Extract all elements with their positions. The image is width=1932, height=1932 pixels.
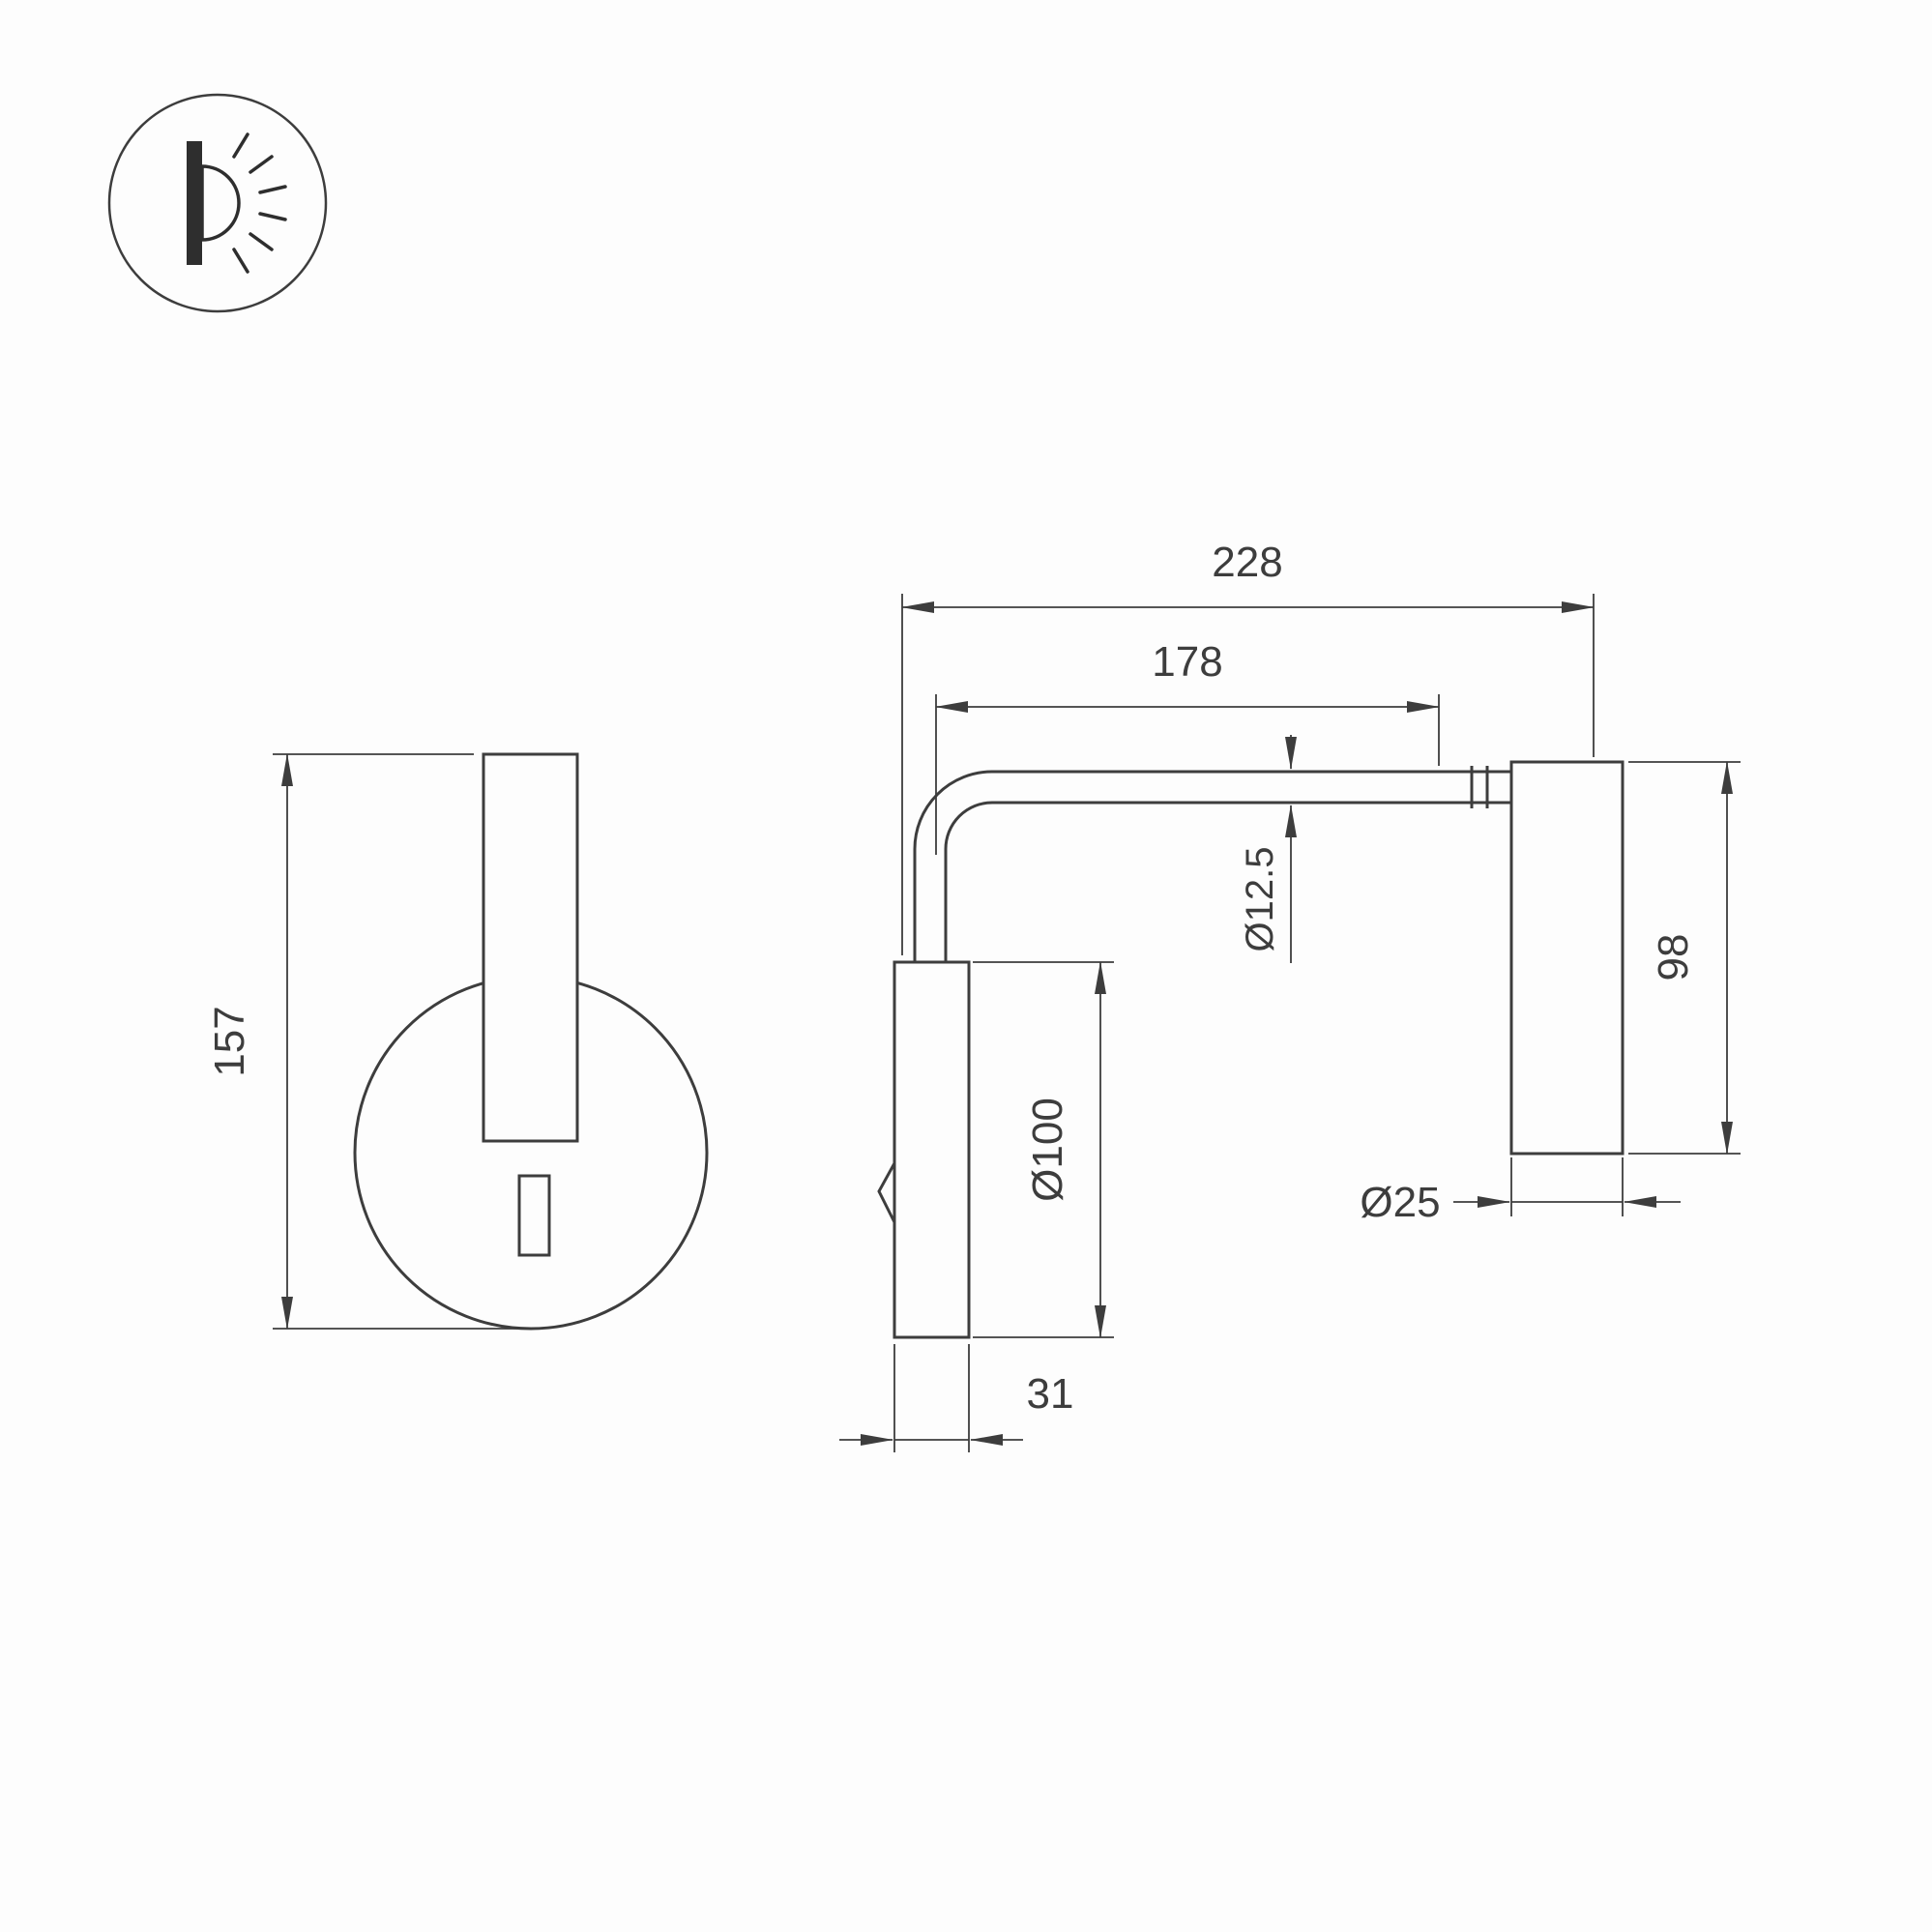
lamp-body-front bbox=[482, 752, 579, 1143]
wall-light-icon bbox=[107, 93, 328, 313]
switch-front bbox=[517, 1174, 551, 1257]
dim-label-arm-diameter: Ø12.5 bbox=[1239, 847, 1281, 952]
dim-label-overall-height: 157 bbox=[206, 1006, 253, 1076]
arm-outer-contour bbox=[913, 770, 1511, 962]
dim-label-head-length: 98 bbox=[1650, 934, 1697, 981]
dim-label-wall-depth: 31 bbox=[1027, 1370, 1074, 1418]
dim-overall-width: 228 bbox=[901, 539, 1595, 955]
icon-lamp-shade bbox=[200, 164, 241, 242]
switch-side bbox=[877, 1162, 896, 1223]
dim-arm-diameter: Ø12.5 bbox=[1239, 735, 1297, 963]
dim-head-length: 98 bbox=[1628, 761, 1741, 1155]
icon-light-rays bbox=[232, 132, 287, 274]
dim-label-base-plate-diameter: Ø100 bbox=[1024, 1098, 1071, 1202]
dim-overall-height: 157 bbox=[206, 753, 531, 1330]
dim-label-head-diameter: Ø25 bbox=[1360, 1179, 1440, 1226]
front-view bbox=[353, 752, 709, 1331]
dim-arm-length: 178 bbox=[935, 638, 1440, 855]
side-view bbox=[877, 760, 1625, 1339]
dim-wall-depth: 31 bbox=[839, 1344, 1073, 1452]
wall-body-side bbox=[893, 960, 971, 1339]
icon-wall-bar bbox=[187, 141, 202, 265]
dim-base-plate-diameter: Ø100 bbox=[973, 961, 1114, 1338]
dim-label-arm-length: 178 bbox=[1152, 638, 1222, 686]
lamp-head-side bbox=[1509, 760, 1625, 1156]
dim-head-diameter: Ø25 bbox=[1360, 1157, 1681, 1226]
arm-inner-contour bbox=[944, 801, 1511, 962]
dim-label-overall-width: 228 bbox=[1212, 539, 1282, 586]
